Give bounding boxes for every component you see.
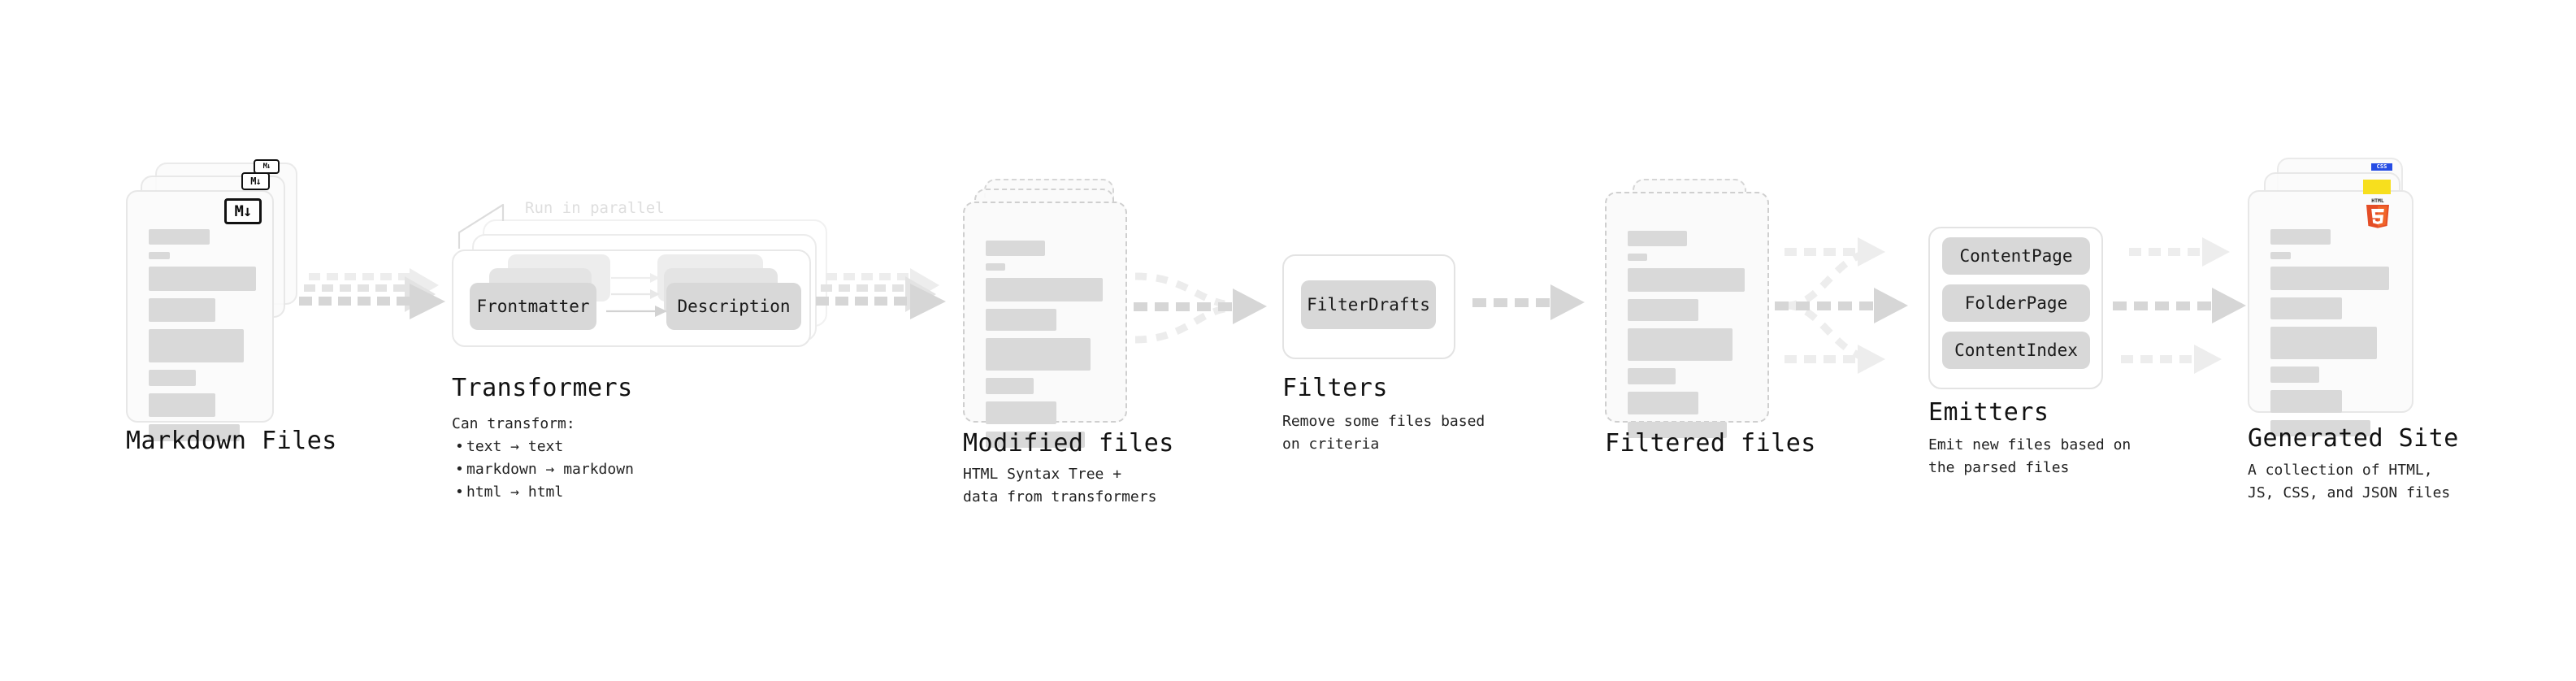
modified-files-subtitle: HTML Syntax Tree + data from transformer… [963, 466, 1157, 505]
transformers-bullet-2: html → html [455, 481, 634, 504]
transformers-bullet-list: text → text markdown → markdown html → h… [452, 436, 634, 504]
arrow-markdown-to-transformers [299, 268, 445, 319]
filters-subtitle: Remove some files based on criteria [1282, 413, 1485, 453]
filtered-files-title: Filtered files [1605, 429, 1816, 458]
transformers-subtitle-lead: Can transform: [452, 415, 575, 432]
svg-text:HTML: HTML [2371, 197, 2384, 204]
css-badge: CSS [2371, 163, 2392, 171]
modified-files-title: Modified files [963, 429, 1174, 458]
run-in-parallel-leader [458, 203, 505, 249]
transformers-bullet-1: markdown → markdown [455, 458, 634, 481]
generated-site-card-front [2248, 190, 2413, 436]
generated-site-placeholder-lines [2270, 229, 2396, 444]
generated-site-subtitle: A collection of HTML, JS, CSS, and JSON … [2248, 462, 2451, 501]
markdown-badge-back-2-label: M↓ [262, 162, 271, 171]
transformers-title: Transformers [452, 374, 633, 402]
modified-file-placeholder-lines [986, 241, 1109, 455]
markdown-badge-label: M↓ [234, 202, 253, 220]
transformers-inner-arrows [606, 273, 667, 317]
modified-files-stack [963, 179, 1138, 448]
run-in-parallel-label: Run in parallel [525, 199, 665, 217]
emitters-subtitle: Emit new files based on the parsed files [1928, 436, 2131, 476]
markdown-files-stack: M↓ M↓ M↓ [126, 159, 301, 441]
markdown-badge-back-1-label: M↓ [250, 176, 261, 187]
modified-file-card-front [963, 202, 1127, 448]
emitters-chip-folderpage[interactable]: FolderPage [1942, 284, 2090, 322]
markdown-file-card-front [126, 190, 274, 441]
emitters-chip-contentpage[interactable]: ContentPage [1942, 237, 2090, 275]
arrow-transformers-to-modified [816, 268, 946, 319]
html5-shield-icon: HTML [2366, 197, 2389, 228]
filtered-file-placeholder-lines [1628, 231, 1751, 445]
arrow-emitters-to-site [2113, 237, 2246, 374]
filters-chip-filterdrafts-label: FilterDrafts [1307, 295, 1430, 314]
transformers-subtitle: Can transform: text → text markdown → ma… [452, 413, 634, 504]
markdown-badge: M↓ [224, 198, 262, 224]
markdown-files-title: Markdown Files [126, 427, 337, 455]
emitters-chip-folderpage-label: FolderPage [1964, 293, 2068, 313]
generated-site-title: Generated Site [2248, 424, 2459, 453]
transformers-chip-description[interactable]: Description [666, 283, 801, 330]
transformers-bullet-0: text → text [455, 436, 634, 458]
arrow-filtered-to-emitters [1775, 237, 1908, 374]
filtered-file-card-front [1605, 192, 1769, 438]
transformers-chip-frontmatter[interactable]: Frontmatter [470, 283, 596, 330]
markdown-file-placeholder-lines [149, 229, 256, 449]
emitters-chip-contentindex-label: ContentIndex [1954, 340, 2078, 360]
filters-title: Filters [1282, 374, 1388, 402]
filtered-files-stack [1605, 179, 1780, 438]
arrow-filters-to-filtered [1472, 284, 1585, 320]
markdown-badge-back-1: M↓ [241, 172, 270, 190]
emitters-chip-contentpage-label: ContentPage [1959, 246, 2073, 266]
generated-site-stack: CSS HTML [2248, 158, 2422, 436]
js-badge [2363, 180, 2391, 194]
html5-badge: HTML [2364, 197, 2392, 228]
filters-chip-filterdrafts[interactable]: FilterDrafts [1301, 280, 1436, 329]
emitters-chip-contentindex[interactable]: ContentIndex [1942, 332, 2090, 369]
css-badge-label: CSS [2376, 163, 2387, 170]
arrow-modified-to-filters [1134, 272, 1267, 344]
transformers-chip-description-label: Description [677, 297, 791, 316]
transformers-chip-frontmatter-label: Frontmatter [476, 297, 590, 316]
emitters-title: Emitters [1928, 398, 2049, 427]
